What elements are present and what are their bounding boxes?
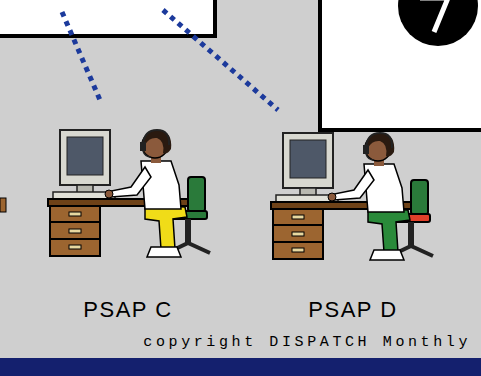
dotted-link (62, 12, 100, 100)
badge-glyph (420, 0, 448, 32)
badge-circle (398, 0, 478, 46)
dispatcher-station (271, 133, 433, 260)
desk-fragment (0, 198, 6, 212)
dotted-link (163, 10, 278, 110)
station-label: PSAP D (283, 297, 423, 323)
copyright-note: copyright DISPATCH Monthly (143, 334, 471, 351)
dispatcher-station (48, 130, 210, 257)
station-label: PSAP C (58, 297, 198, 323)
footer-band (0, 358, 481, 376)
partial-box (0, 0, 215, 36)
